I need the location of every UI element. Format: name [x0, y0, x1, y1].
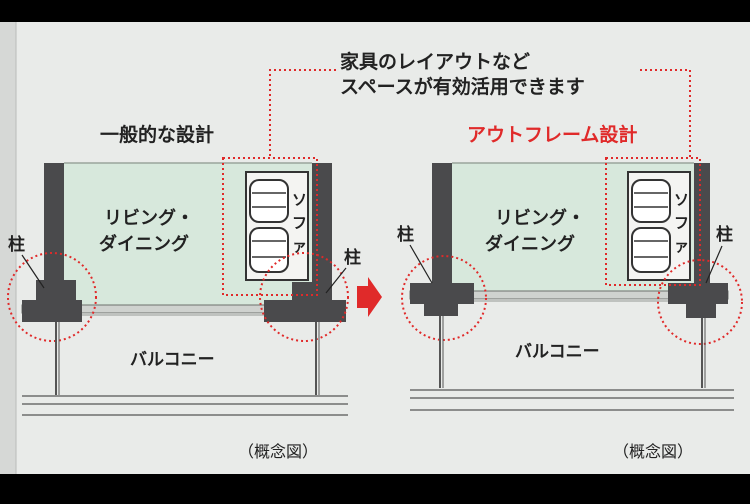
left-sofa-label-3: ァ: [292, 237, 307, 255]
left-panel-pillar-right: [264, 282, 346, 322]
left-panel-wall-left: [44, 163, 64, 293]
left-sofa-highlight: [222, 157, 318, 296]
right-balcony-label: バルコニー: [515, 342, 600, 362]
left-panel-wall-right: [312, 163, 332, 293]
right-panel-pillar-left: [410, 283, 474, 316]
left-pillar-label-left: 柱: [8, 234, 25, 255]
left-caption: （概念図）: [238, 442, 318, 461]
left-title: 一般的な設計: [100, 123, 214, 146]
left-panel-circle-right: [259, 252, 349, 342]
right-room-label-2: ダイニング: [485, 233, 575, 255]
right-title: アウトフレーム設計: [467, 123, 637, 146]
right-sofa-highlight: [605, 157, 701, 286]
right-panel: アウトフレーム設計 リビング・ ダイニング ソ フ ァ: [397, 123, 743, 461]
left-sofa-label-2: フ: [292, 214, 307, 232]
left-panel-pillar-left: [22, 280, 82, 322]
left-room-label-2: ダイニング: [99, 233, 189, 255]
page-binding: [0, 22, 16, 474]
right-pillar-label-left: 柱: [397, 224, 414, 245]
right-sofa-label-1: ソ: [674, 191, 689, 209]
left-room-label-1: リビング・: [104, 207, 194, 229]
right-sofa-label-2: フ: [674, 214, 689, 232]
left-panel-circle-left: [7, 252, 97, 342]
right-room-label-1: リビング・: [495, 207, 585, 229]
annotation-line-2: スペースが有効活用できます: [340, 75, 585, 98]
right-caption: （概念図）: [613, 442, 693, 461]
right-panel-pillar-right: [668, 283, 728, 318]
right-sofa-label-3: ァ: [674, 237, 689, 255]
right-panel-wall-right: [694, 163, 710, 283]
left-pillar-label-right: 柱: [344, 247, 361, 268]
right-panel-circle-left: [401, 255, 487, 341]
right-panel-circle-right: [657, 259, 743, 345]
right-sofa: ソ フ ァ: [627, 171, 691, 281]
left-sofa: ソ フ ァ: [245, 171, 309, 281]
annotation-line-1: 家具のレイアウトなど: [340, 50, 530, 73]
right-panel-wall-left: [432, 163, 452, 283]
left-balcony-label: バルコニー: [130, 350, 215, 370]
annotation-connectors: [269, 69, 691, 158]
left-sofa-label-1: ソ: [292, 191, 307, 209]
left-panel: 一般的な設計 リビング・ ダイニング ソ フ ァ: [7, 123, 361, 461]
arrow-icon: [357, 277, 382, 317]
right-pillar-label-right: 柱: [716, 224, 733, 245]
